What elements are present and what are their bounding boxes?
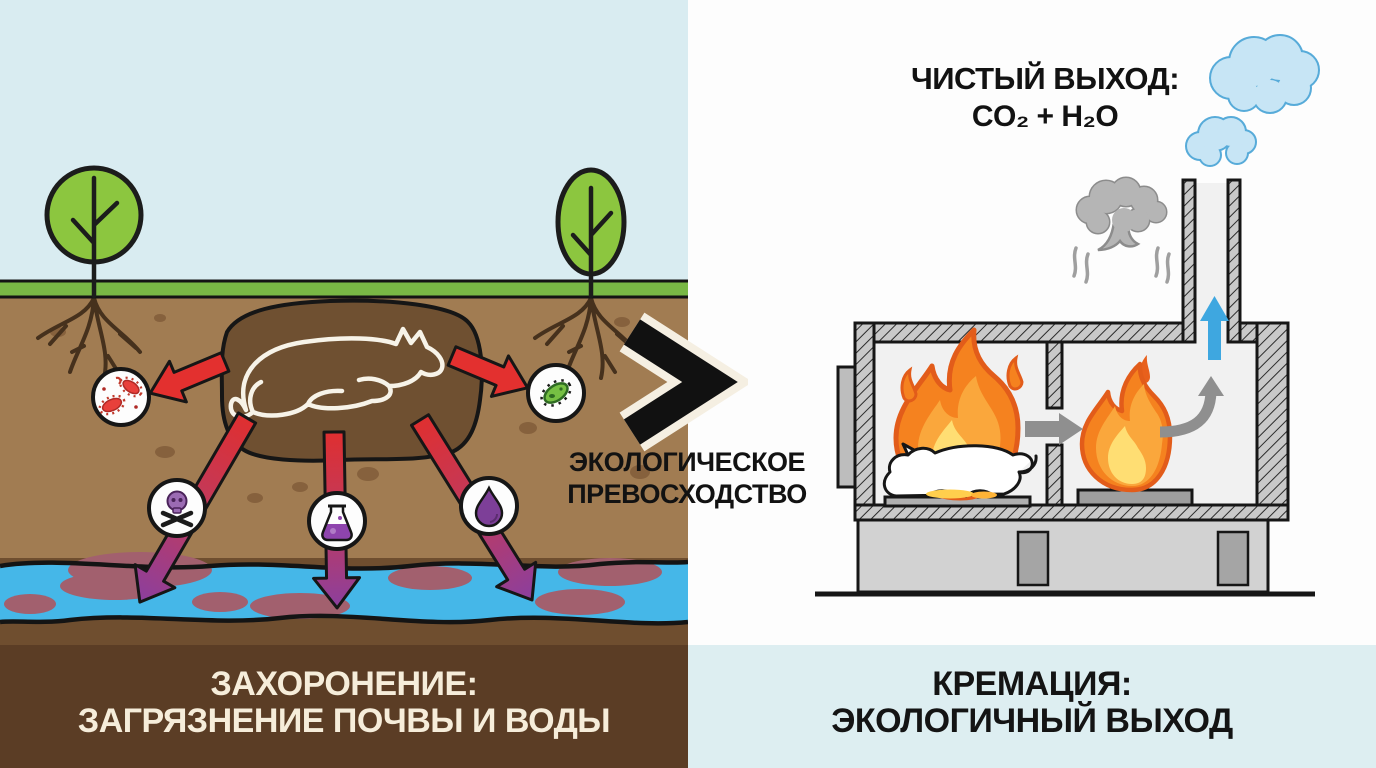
- tree-icon: [44, 165, 144, 299]
- greater-than-symbol: [619, 312, 748, 452]
- floor-wall: [853, 503, 1290, 522]
- mid-label-line2: ПРЕВОСХОДСТВО: [567, 479, 807, 509]
- skull-crossbones-icon: [147, 478, 207, 538]
- clean-output-line1: ЧИСТЫЙ ВЫХОД:: [910, 61, 1180, 96]
- cloud-icon: [1185, 116, 1257, 167]
- clean-output-formula: CO₂ + H₂O: [971, 100, 1119, 134]
- cremation-caption-line2: ЭКОЛОГИЧНЫЙ ВЫХОД: [831, 702, 1233, 740]
- clean-output-header: ЧИСТЫЙ ВЫХОД: CO₂ + H₂O: [850, 61, 1240, 134]
- smoke-cloud-icon: [1072, 176, 1171, 284]
- bacteria-icon: [91, 367, 151, 427]
- gray-curved-arrow-icon: [1159, 376, 1224, 438]
- chemistry-flask-icon: [307, 491, 367, 551]
- red-arrow-icon: [148, 351, 231, 404]
- gray-right-arrow-icon: [1025, 413, 1083, 445]
- buried-animal-outline-icon: [228, 326, 445, 420]
- right-wall: [1255, 321, 1290, 522]
- tree-icon: [555, 167, 627, 299]
- vent: [1216, 530, 1250, 587]
- blue-up-arrow-icon: [1200, 296, 1229, 360]
- mid-label-line1: ЭКОЛОГИЧЕСКОЕ: [568, 447, 806, 477]
- burial-scene: [0, 0, 688, 645]
- vent: [1016, 530, 1050, 587]
- chimney-icon: [1181, 178, 1242, 349]
- red-arrow-icon: [446, 345, 530, 398]
- green-bacteria-icon: [526, 363, 586, 423]
- left-wall: [853, 321, 876, 522]
- furnace-base: [856, 518, 1270, 594]
- incinerator-diagram: [836, 176, 1290, 594]
- cloud-icon: [1209, 34, 1320, 114]
- toxic-droplet-icon: [459, 476, 519, 536]
- cremation-caption-bar: КРЕМАЦИЯ: ЭКОЛОГИЧНЫЙ ВЫХОД: [688, 645, 1376, 768]
- cremation-caption-line1: КРЕМАЦИЯ:: [932, 665, 1132, 703]
- roots-icon: [36, 296, 639, 380]
- animal-on-tray-icon: [882, 442, 1038, 499]
- divider-wall: [1045, 340, 1064, 410]
- burial-caption-line1: ЗАХОРОНЕНИЕ:: [210, 665, 479, 703]
- flame-icon: [1079, 355, 1173, 493]
- divider-wall: [1045, 443, 1064, 507]
- burial-caption-line2: ЗАГРЯЗНЕНИЕ ПОЧВЫ И ВОДЫ: [77, 702, 611, 740]
- cremation-caption: КРЕМАЦИЯ: ЭКОЛОГИЧНЫЙ ВЫХОД: [688, 645, 1376, 740]
- ecological-superiority-label: ЭКОЛОГИЧЕСКОЕ ПРЕВОСХОДСТВО: [548, 446, 826, 510]
- cremation-scene: [688, 0, 1376, 645]
- hazard-icons: [91, 363, 586, 551]
- burial-caption-bar: ЗАХОРОНЕНИЕ: ЗАГРЯЗНЕНИЕ ПОЧВЫ И ВОДЫ: [0, 645, 688, 768]
- cremation-tray: [1076, 488, 1194, 507]
- grass: [0, 279, 688, 299]
- burial-caption: ЗАХОРОНЕНИЕ: ЗАГРЯЗНЕНИЕ ПОЧВЫ И ВОДЫ: [0, 645, 688, 740]
